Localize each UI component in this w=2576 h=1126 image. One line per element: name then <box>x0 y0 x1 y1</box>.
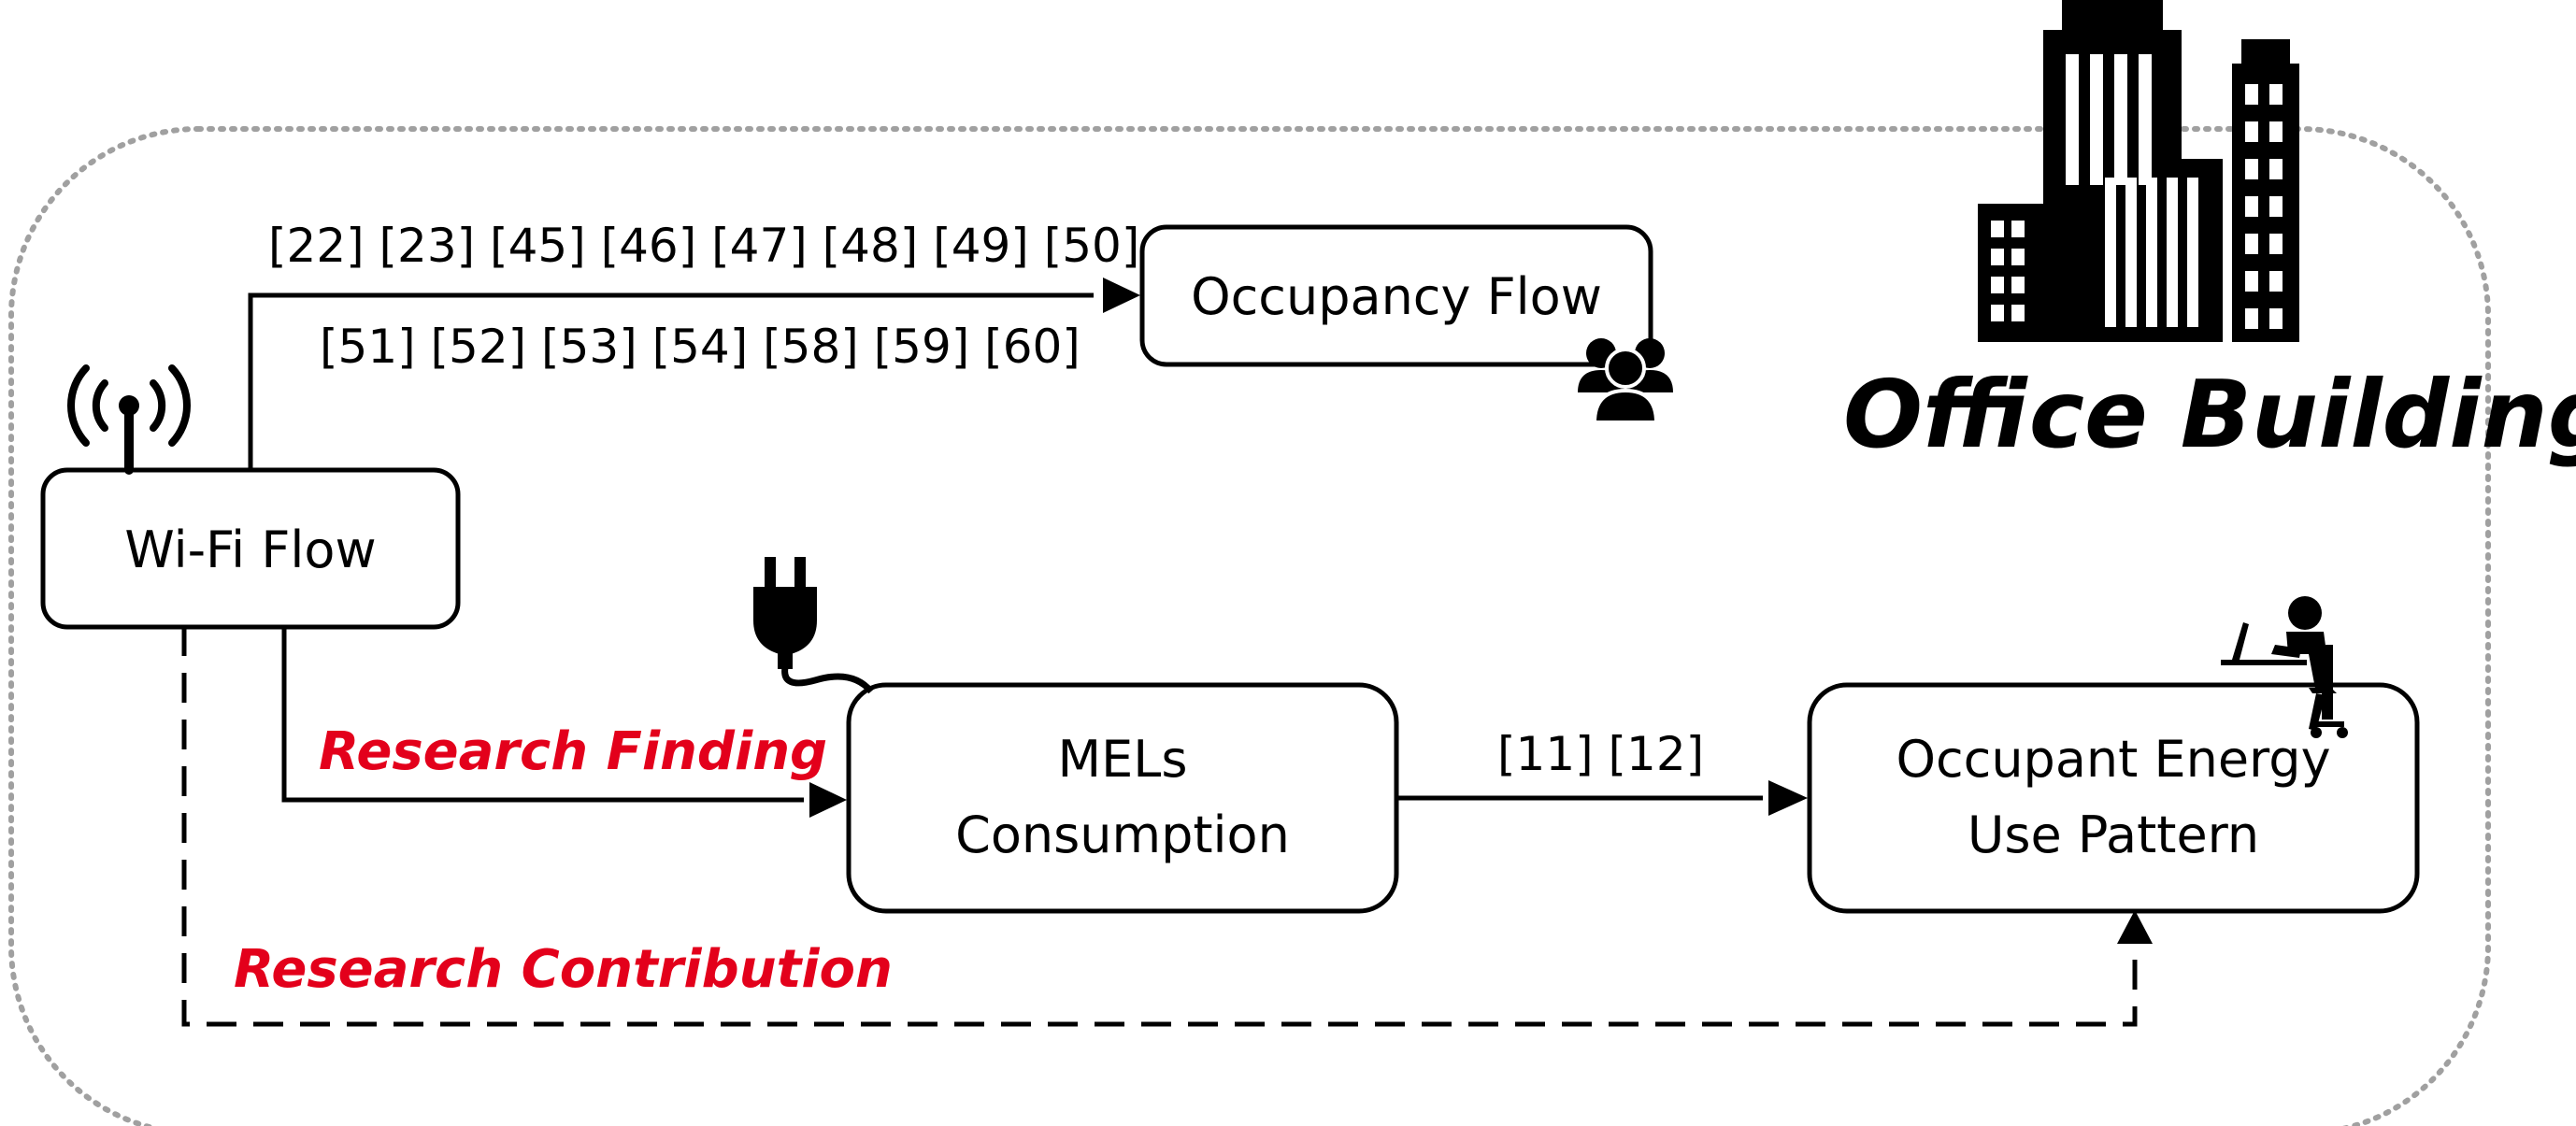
edge-wifi-to-occupancy <box>248 292 1094 469</box>
label-research-contribution: Research Contribution <box>234 939 893 1000</box>
node-occupancy-flow: Occupancy Flow <box>1139 224 1653 367</box>
node-occupant-energy: Occupant Energy Use Pattern <box>1807 682 2420 914</box>
people-group-icon <box>1578 338 1673 424</box>
node-mels-label-line1: MELs <box>1058 730 1188 789</box>
person-at-laptop-icon <box>2221 596 2348 738</box>
arrowhead-occupancy <box>1103 278 1140 313</box>
office-boundary <box>8 126 2491 1126</box>
arrowhead-energy <box>1768 780 1808 816</box>
refs-energy: [11] [12] <box>1497 727 1704 781</box>
node-energy-label-line2: Use Pattern <box>1968 805 2259 864</box>
label-research-finding: Research Finding <box>319 721 827 782</box>
wifi-antenna-icon <box>67 364 191 475</box>
node-wifi-flow-label: Wi-Fi Flow <box>124 520 376 579</box>
power-plug-icon <box>753 557 874 694</box>
edge-wifi-to-energy-dashed <box>181 626 2138 1027</box>
node-occupancy-flow-label: Occupancy Flow <box>1191 267 1602 326</box>
office-buildings-icon <box>1978 0 2299 342</box>
refs-occupancy-line2: [51] [52] [53] [54] [58] [59] [60] <box>320 320 1080 374</box>
edge-wifi-to-mels <box>281 626 804 803</box>
node-energy-label-line1: Occupant Energy <box>1896 730 2330 789</box>
node-mels-label-line2: Consumption <box>955 805 1290 864</box>
node-wifi-flow: Wi-Fi Flow <box>40 467 461 630</box>
refs-occupancy-line1: [22] [23] [45] [46] [47] [48] [49] [50] <box>268 219 1139 273</box>
title-office-buildings: Office Buildings <box>1843 360 2576 469</box>
arrowhead-contribution <box>2117 910 2153 944</box>
arrowhead-mels <box>809 782 847 818</box>
node-mels-consumption: MELs Consumption <box>846 682 1399 914</box>
